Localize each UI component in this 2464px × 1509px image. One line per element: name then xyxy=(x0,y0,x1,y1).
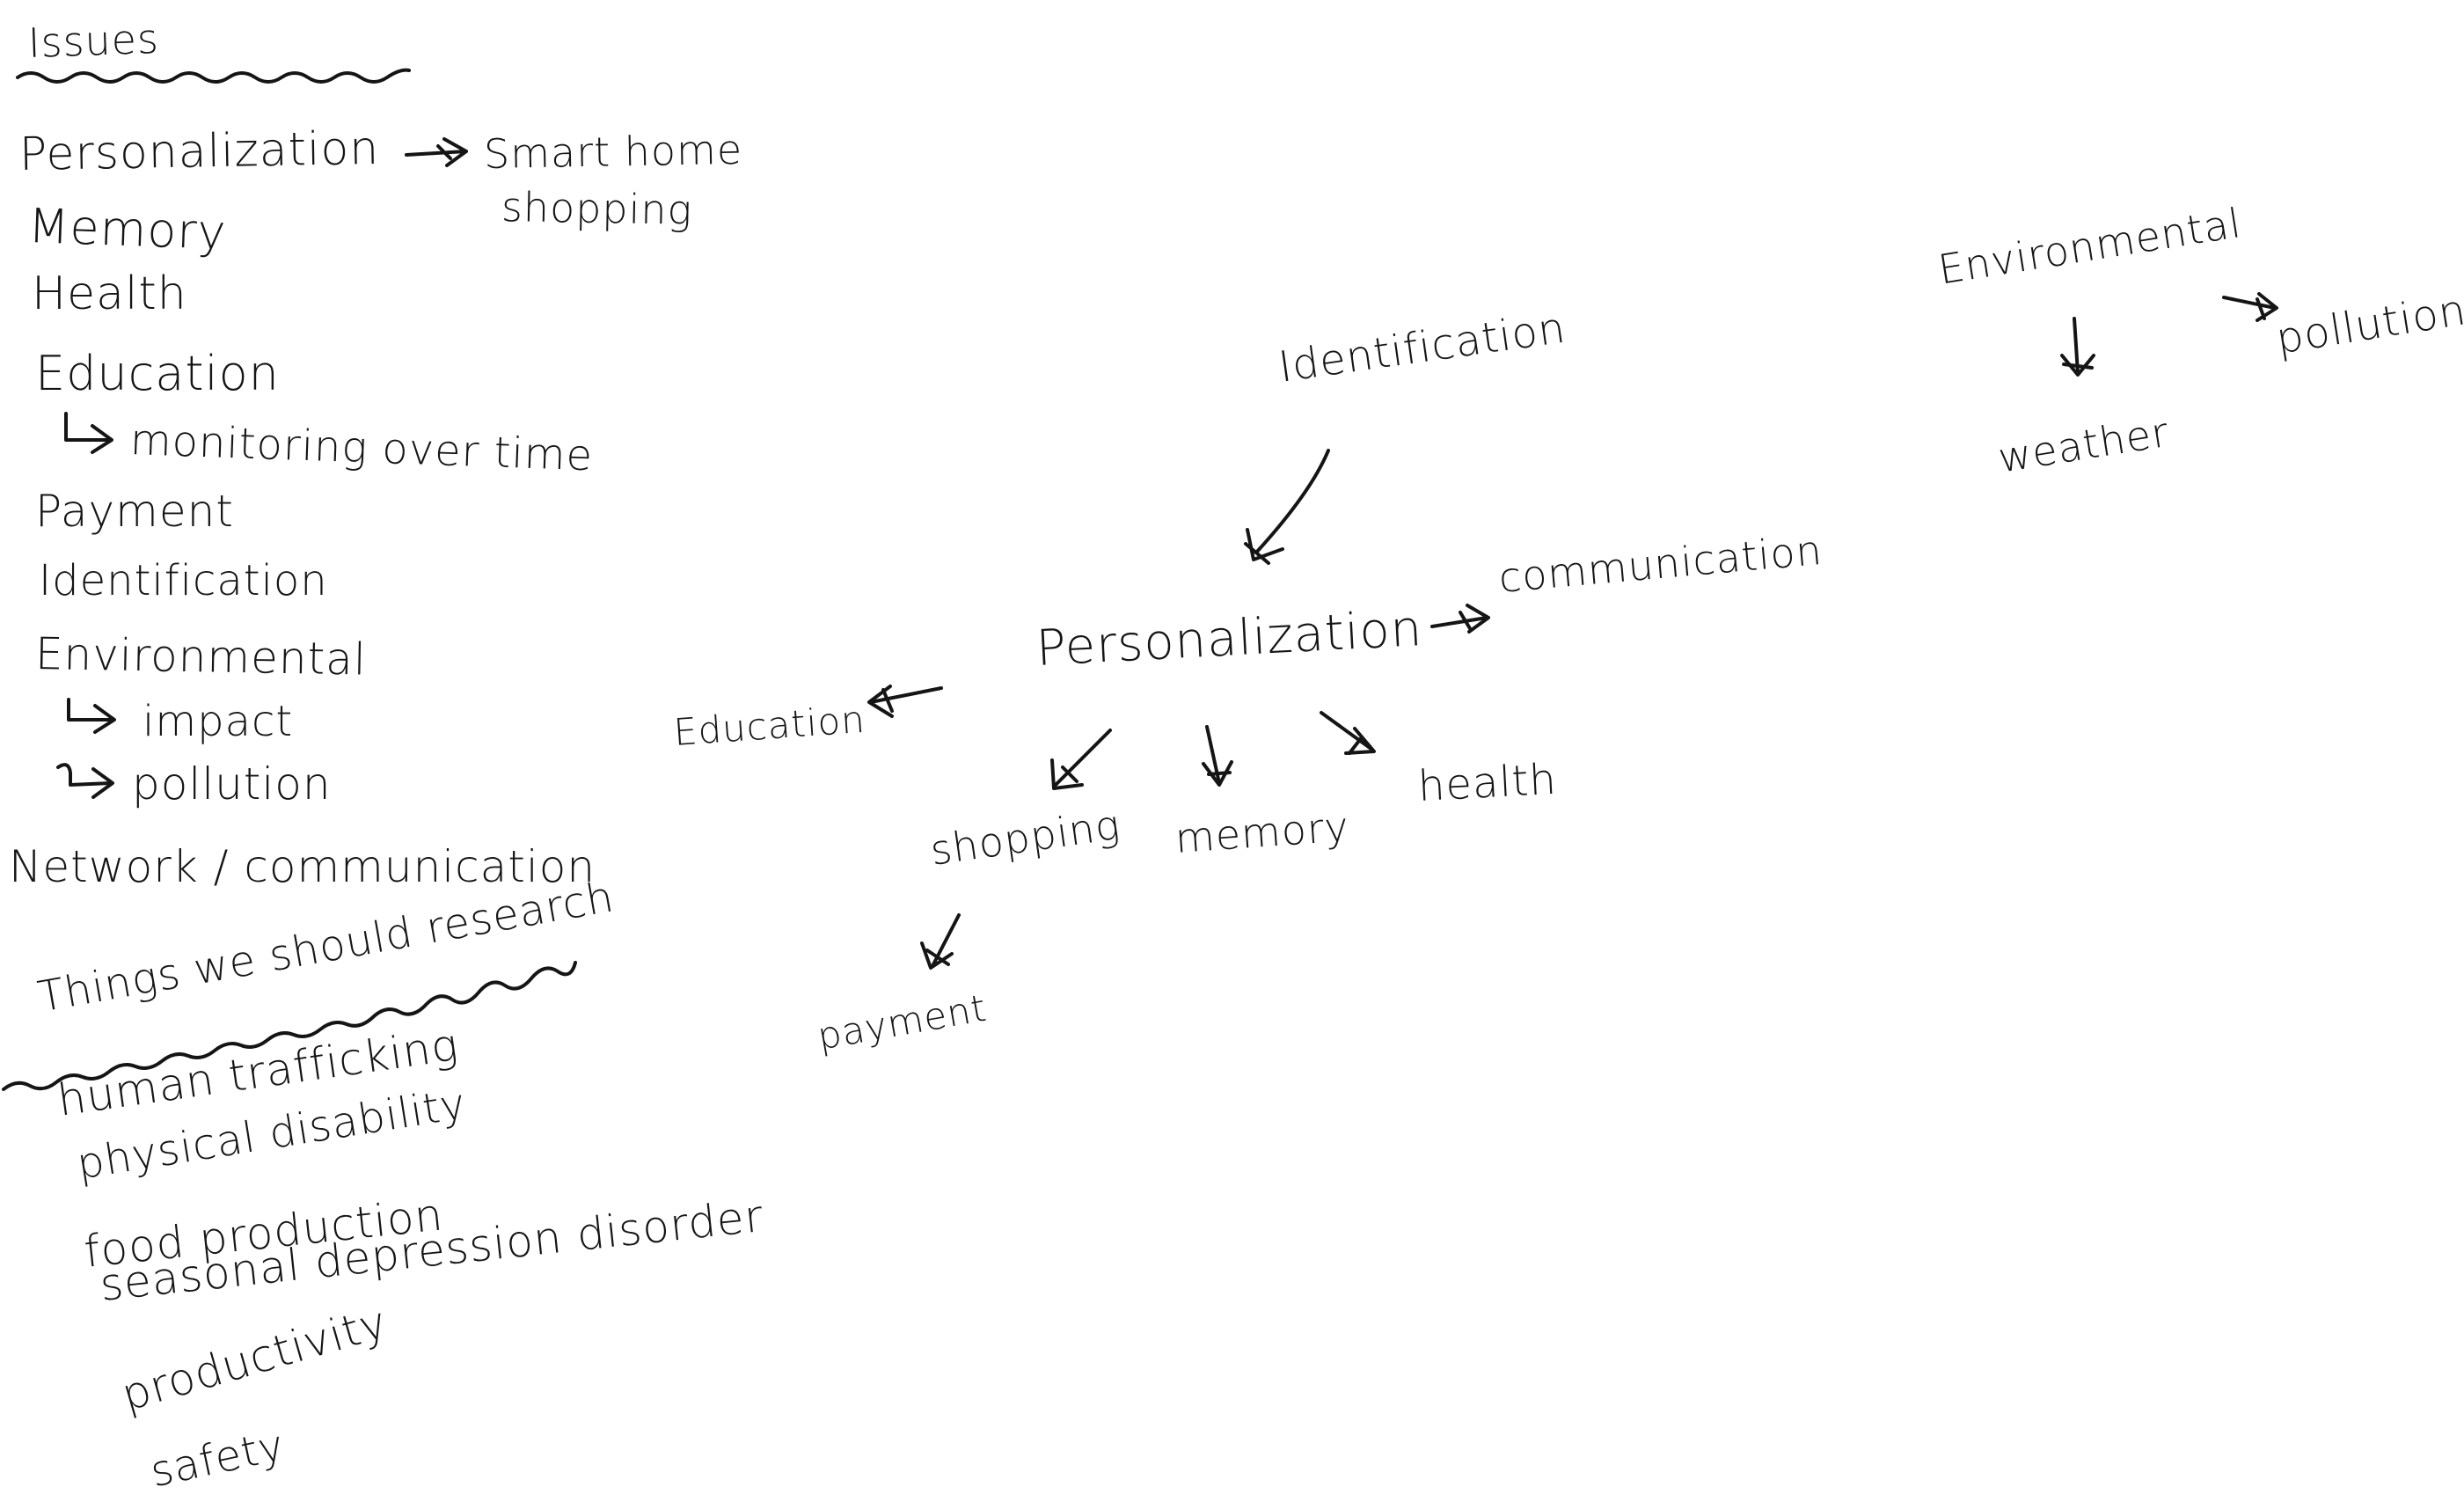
arrow-weather xyxy=(2060,317,2095,377)
arrow-memory xyxy=(1202,725,1233,787)
branch-smart-home: Smart home xyxy=(483,125,743,178)
issue-item-environmental: Environmental xyxy=(34,628,368,685)
issue-item-payment: Payment xyxy=(35,486,234,537)
issue-item-health: Health xyxy=(32,267,187,320)
issue-item-education: Education xyxy=(35,346,280,401)
issues-underline xyxy=(16,68,411,84)
arrow-payment xyxy=(920,913,961,970)
arrow-shopping xyxy=(1050,729,1112,790)
mindmap-node-memory: memory xyxy=(1174,802,1351,862)
mindmap-node-health: health xyxy=(1416,754,1559,811)
branch-shopping: shopping xyxy=(501,183,693,234)
arrow-health xyxy=(1320,711,1376,755)
arrow-to-smart-home xyxy=(405,137,468,167)
arrow-env-pollution xyxy=(2222,292,2278,322)
research-underline xyxy=(2,961,577,1091)
arrow-identification xyxy=(1244,449,1330,565)
issue-item-memory: Memory xyxy=(26,198,228,260)
issue-item-network: Network / communication xyxy=(9,841,596,892)
issue-subitem-impact: impact xyxy=(143,697,294,746)
arrow-impact xyxy=(67,698,116,734)
issue-item-identification: Identification xyxy=(39,556,328,605)
issue-item-personalization: Personalization xyxy=(18,121,380,181)
arrow-communication xyxy=(1430,604,1490,634)
arrow-pollution xyxy=(56,763,114,799)
arrow-monitoring xyxy=(64,412,113,454)
issue-subitem-pollution: pollution xyxy=(132,758,332,809)
arrow-education xyxy=(867,685,943,718)
issues-heading: Issues xyxy=(27,14,160,67)
